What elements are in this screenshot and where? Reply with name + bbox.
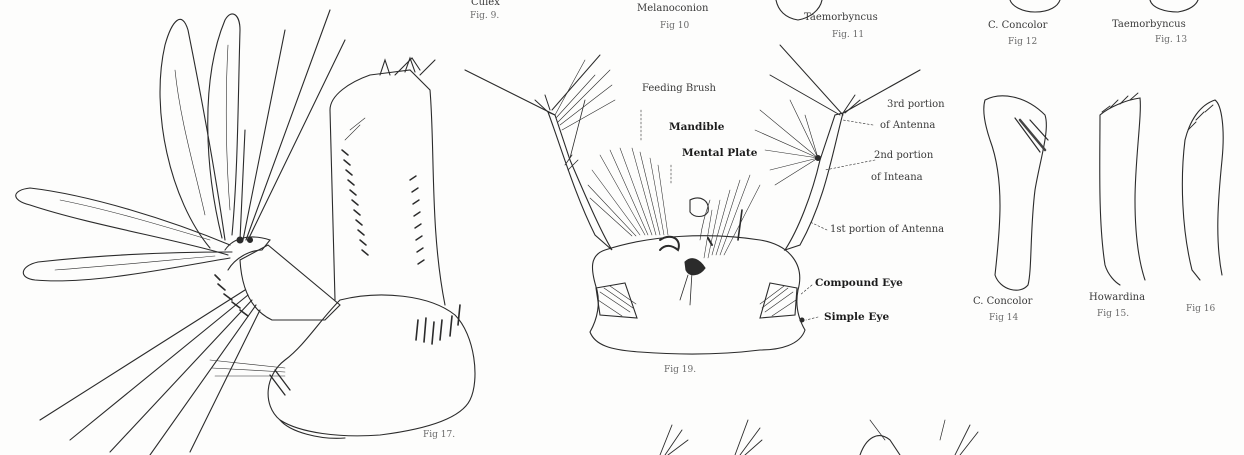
label-taeniorhynchus-1: Taemorbyncus (804, 12, 878, 24)
label-2nd-portion: 2nd portion (874, 150, 933, 162)
label-compound-eye: Compound Eye (815, 277, 903, 289)
label-c-concolor-2: C. Concolor (973, 296, 1032, 308)
label-fig19: Fig 19. (664, 364, 696, 376)
label-3rd-portion: 3rd portion (887, 99, 945, 111)
label-fig13: Fig. 13 (1155, 34, 1187, 46)
right-column-drawings (984, 93, 1223, 290)
label-fig15: Fig 15. (1097, 308, 1129, 320)
fig15-tooth (1100, 98, 1145, 285)
mental-plate-shape (685, 259, 705, 275)
distal-segment (268, 295, 475, 436)
fig14-tooth (984, 96, 1047, 290)
fig16-tooth (1182, 100, 1223, 280)
proximal-segment (240, 245, 340, 320)
compound-eye-right (760, 283, 797, 318)
label-1st-portion-antenna: 1st portion of Antenna (830, 224, 944, 236)
label-fig12: Fig 12 (1008, 36, 1037, 48)
joint (225, 237, 270, 270)
label-c-concolor-1: C. Concolor (988, 20, 1047, 32)
gill-2 (208, 14, 240, 238)
label-fig17: Fig 17. (423, 429, 455, 441)
label-simple-eye: Simple Eye (824, 311, 889, 323)
bottom-partial-drawings (660, 420, 978, 455)
label-mandible: Mandible (669, 121, 724, 133)
label-howardina: Howardina (1089, 292, 1145, 304)
gill-4 (23, 252, 232, 281)
head-capsule (590, 236, 805, 354)
label-fig10: Fig 10 (660, 20, 689, 32)
label-culex: Culex (471, 0, 500, 9)
label-fig16: Fig 16 (1186, 303, 1215, 315)
large-segment (330, 70, 445, 305)
gill-3 (16, 188, 230, 255)
label-fig11: Fig. 11 (832, 29, 864, 41)
label-of-antenna: of Antenna (880, 120, 935, 132)
label-mental-plate: Mental Plate (682, 147, 757, 159)
label-fig9: Fig. 9. (470, 10, 499, 22)
label-melanoconion: Melanoconion (637, 3, 709, 15)
label-feeding-brush: Feeding Brush (642, 83, 716, 95)
label-of-inteana: of Inteana (871, 172, 923, 184)
gill-1 (160, 19, 225, 248)
left-antenna (548, 112, 612, 250)
label-taeniorhynchus-2: Taemorbyncus (1112, 19, 1186, 31)
fig17-appendage-drawing (16, 10, 475, 455)
label-fig14: Fig 14 (989, 312, 1018, 324)
